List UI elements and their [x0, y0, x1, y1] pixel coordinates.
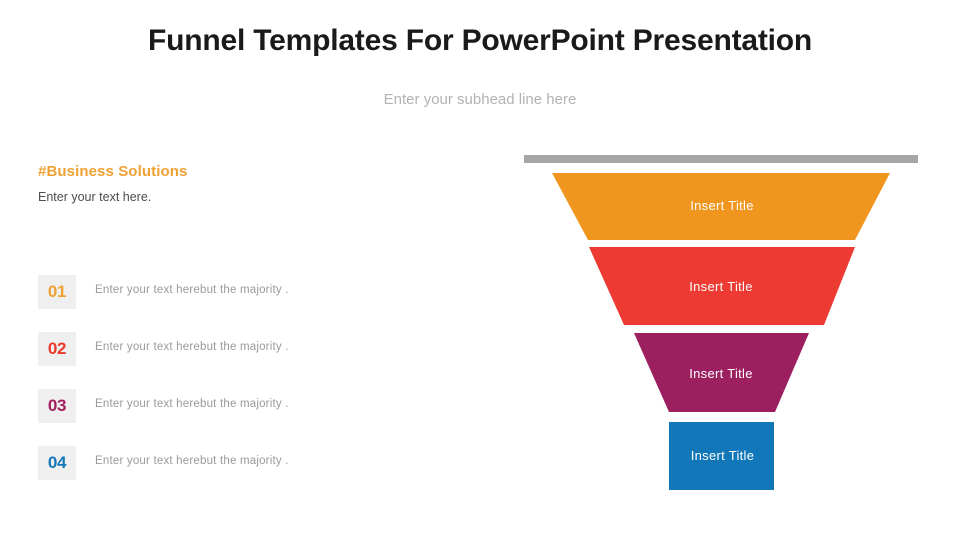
bullet-number-badge: 03 [38, 389, 76, 423]
list-item[interactable]: 03 Enter your text herebut the majority … [38, 389, 378, 446]
funnel-segment-4 [669, 422, 774, 490]
funnel-segment-1 [552, 173, 890, 240]
funnel-label-2: Insert Title [689, 279, 753, 294]
bullet-text: Enter your text herebut the majority . [95, 341, 289, 353]
list-item[interactable]: 02 Enter your text herebut the majority … [38, 332, 378, 389]
list-item[interactable]: 01 Enter your text herebut the majority … [38, 275, 378, 332]
funnel-segment-2 [589, 247, 855, 325]
page-subhead: Enter your subhead line here [383, 91, 577, 108]
bullet-text: Enter your text herebut the majority . [95, 284, 289, 296]
left-content-panel: #Business Solutions Enter your text here… [38, 163, 378, 204]
numbered-bullet-list: 01 Enter your text herebut the majority … [38, 275, 378, 503]
funnel-diagram: Insert Title Insert Title Insert Title I… [500, 140, 940, 510]
funnel-label-4: Insert Title [690, 448, 755, 463]
funnel-label-1: Insert Title [690, 198, 754, 213]
bullet-text: Enter your text herebut the majority . [95, 455, 289, 467]
bullet-number-badge: 04 [38, 446, 76, 480]
section-subtext: Enter your text here. [38, 190, 152, 204]
page-title: Funnel Templates For PowerPoint Presenta… [147, 24, 813, 57]
list-item[interactable]: 04 Enter your text herebut the majority … [38, 446, 378, 503]
funnel-cap-bar [524, 155, 918, 163]
bullet-text: Enter your text herebut the majority . [95, 398, 289, 410]
funnel-segment-3 [634, 333, 809, 412]
funnel-label-3: Insert Title [689, 366, 753, 381]
bullet-number-badge: 01 [38, 275, 76, 309]
section-heading: #Business Solutions [38, 163, 188, 180]
bullet-number-badge: 02 [38, 332, 76, 366]
